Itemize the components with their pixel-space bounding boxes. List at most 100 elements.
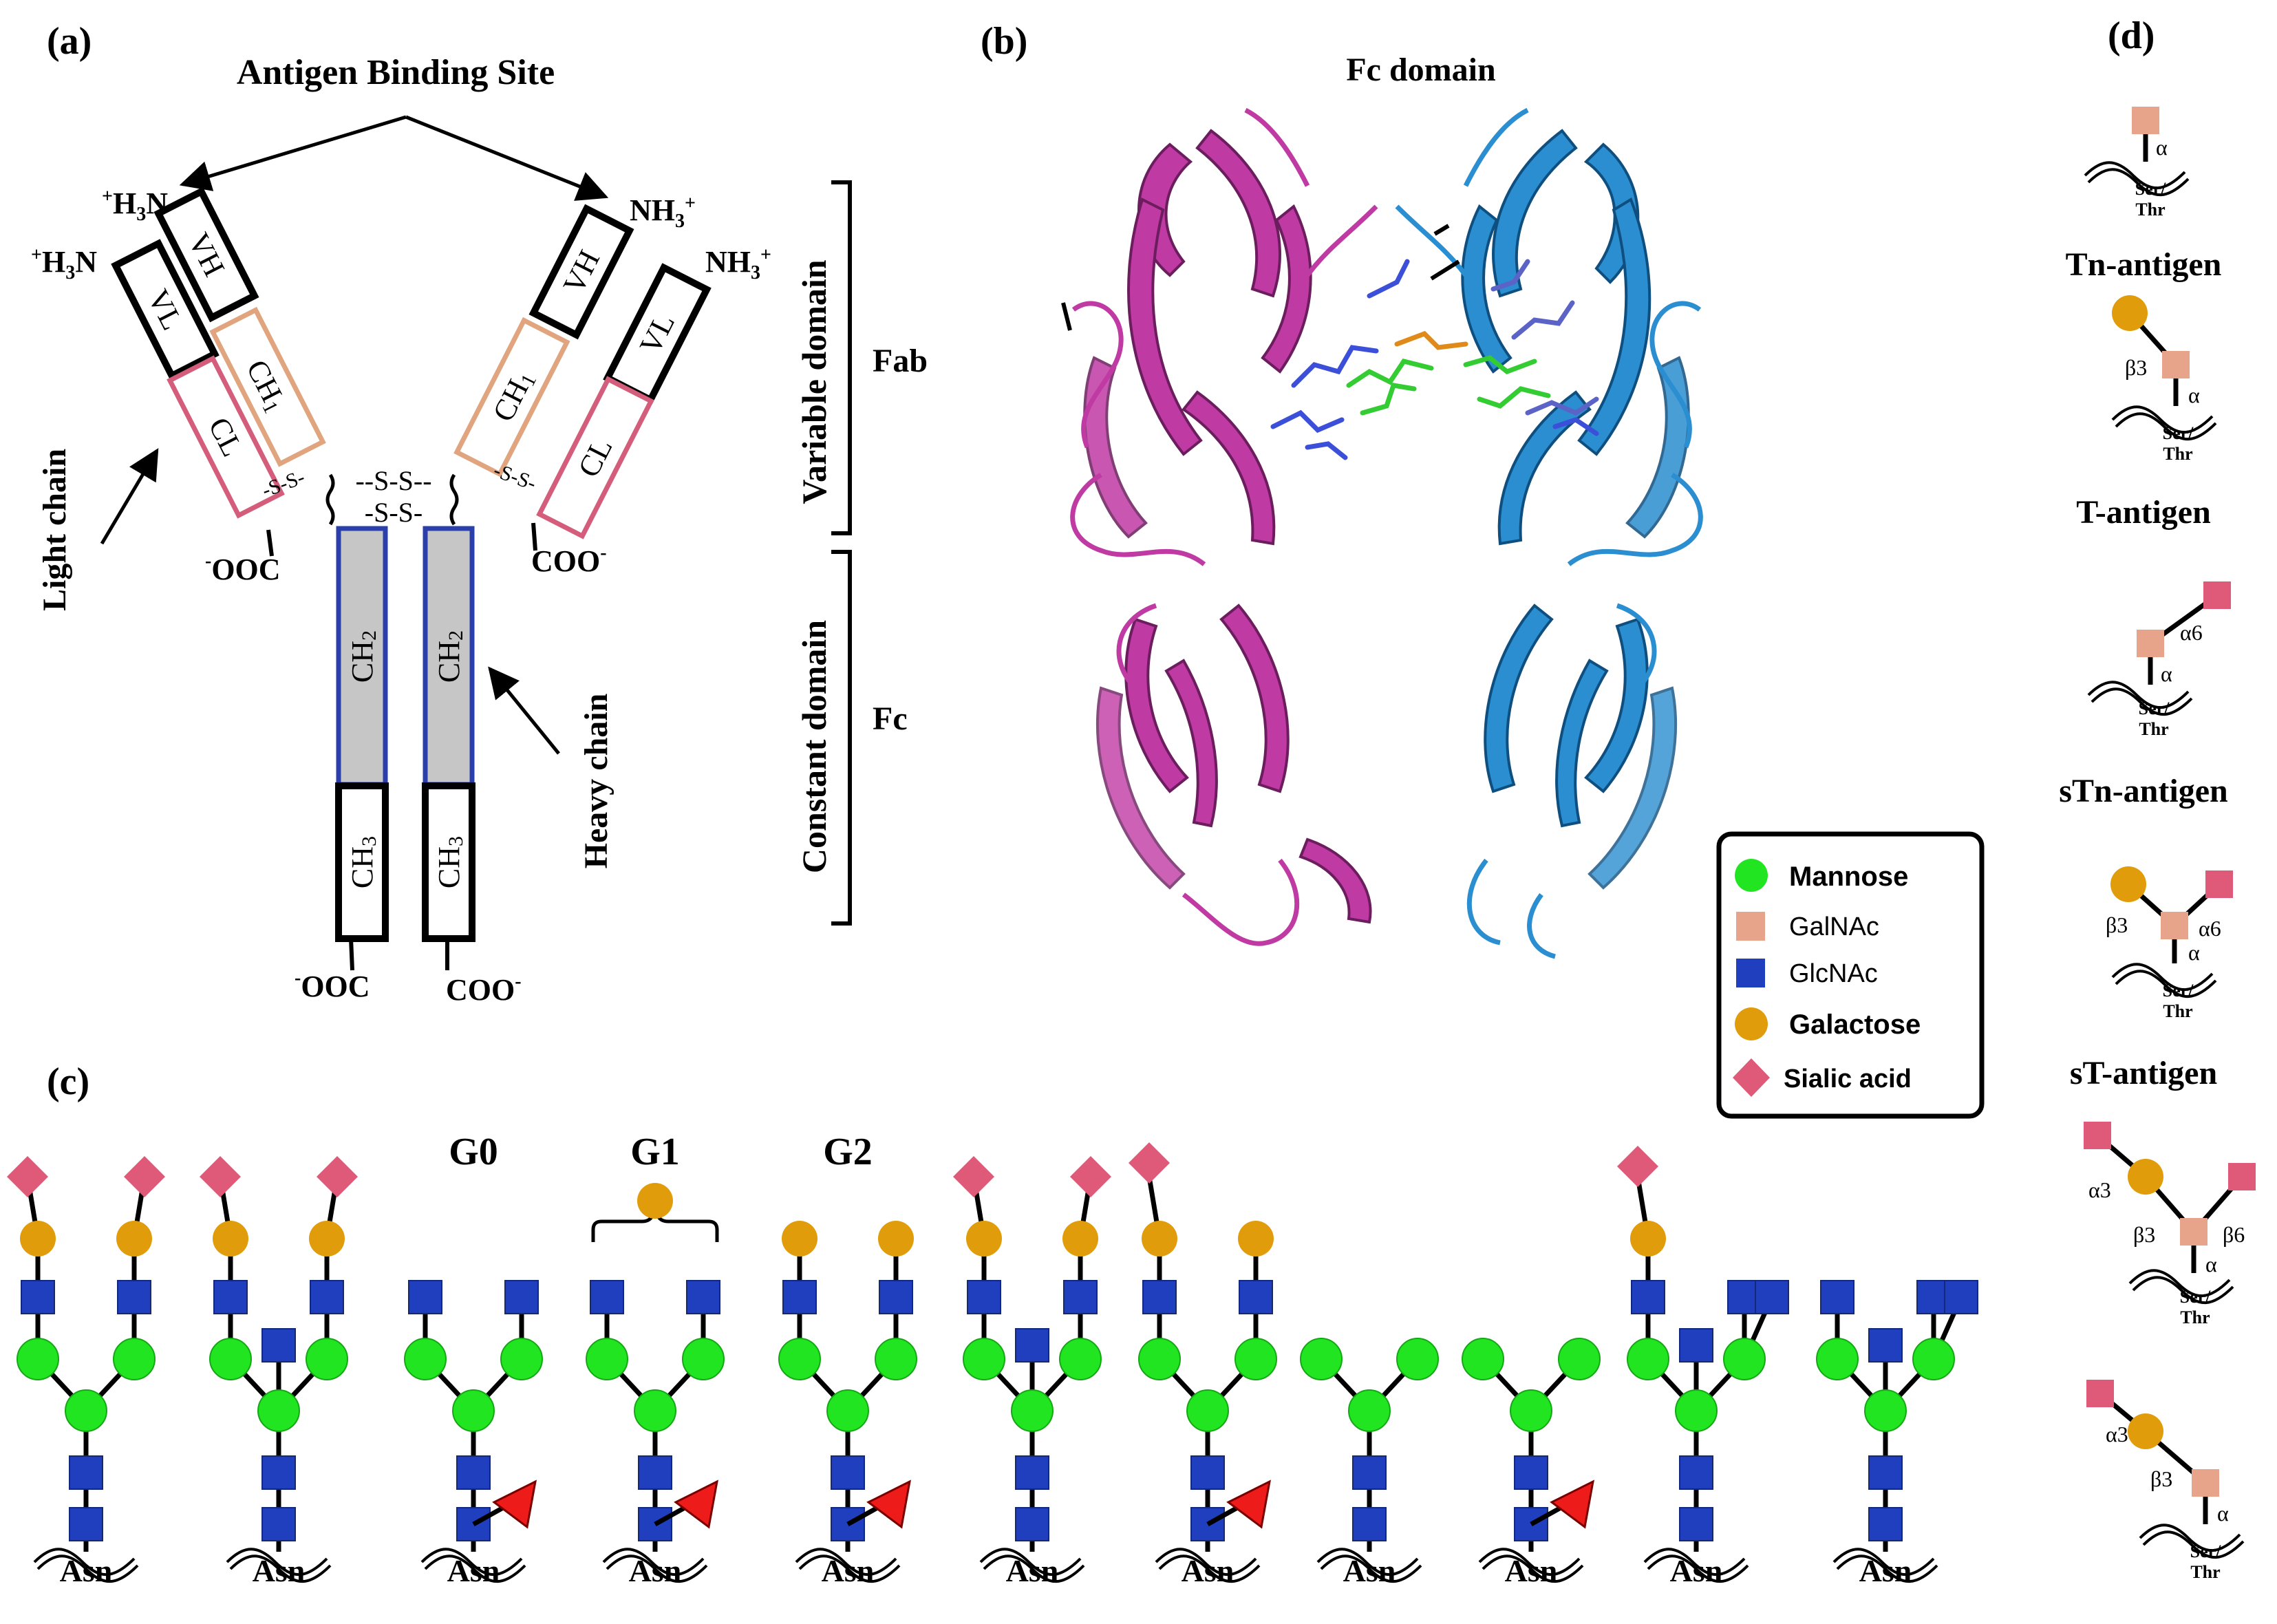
sialic-acid (2205, 870, 2233, 898)
peptide-backbone (1158, 1554, 1261, 1583)
n-glycan-3: Asn (404, 1280, 543, 1588)
glcnac-core-2 (261, 1455, 296, 1490)
peptide-backbone (798, 1554, 901, 1583)
ser-label: Ser/ (2180, 1287, 2212, 1307)
peptide-backbone (2132, 1276, 2234, 1305)
left-light-c-terminus: -OOC (205, 551, 281, 586)
mannose-arm-left (17, 1338, 59, 1380)
glcnac-antenna-right (504, 1280, 539, 1314)
alpha6-linkage: α6 (2199, 916, 2221, 941)
sialic-acid (2203, 581, 2231, 609)
thr-label: Thr (2180, 1307, 2210, 1327)
glcnac-antenna-left (590, 1280, 624, 1314)
legend-galnac-swatch (1736, 912, 1765, 941)
right-light-n-terminus: NH3+ (705, 244, 771, 284)
fucose-bond (472, 1504, 506, 1527)
glcnac-antenna-right (117, 1280, 151, 1314)
thr-label: Thr (2163, 1001, 2192, 1021)
heavy-chain-arrow (488, 666, 560, 755)
peptide-backbone (602, 1548, 705, 1577)
peptide-backbone (1482, 1554, 1584, 1583)
peptide-backbone (2111, 963, 2214, 992)
peptide-backbone (2142, 1530, 2245, 1559)
alpha6-linkage: α6 (2180, 620, 2203, 645)
ser-label: Ser/ (2135, 179, 2167, 199)
peptide-backbone (424, 1554, 526, 1583)
glcnac-core-1 (261, 1507, 296, 1541)
fc-hinge-dash-1 (1430, 259, 1460, 281)
mannose-core (452, 1389, 495, 1432)
sialic-acid (2084, 1122, 2111, 1149)
sialic-left (953, 1156, 994, 1197)
fc-chain-b-ribbon (1461, 129, 1690, 890)
glcnac-core-2 (831, 1455, 865, 1490)
glcnac-core-1 (1868, 1507, 1903, 1541)
asn-label: Asn (822, 1553, 875, 1588)
alpha-linkage: α (2205, 1252, 2217, 1276)
alpha3-linkage: α3 (2106, 1422, 2128, 1446)
fucose-bond (846, 1504, 880, 1527)
right-ch1-domain: CH1 (453, 317, 570, 478)
alpha-linkage: α (2156, 135, 2168, 160)
mannose-arm-right (875, 1338, 917, 1380)
sialic-right (317, 1156, 358, 1197)
mannose-arm-left (778, 1338, 821, 1380)
glcnac-antenna-extra (1944, 1280, 1978, 1314)
peptide-backbone (1832, 1548, 1935, 1577)
fucose-bond (654, 1504, 687, 1527)
heavy-chain-label: Heavy chain (578, 694, 614, 869)
galactose-left (213, 1221, 248, 1257)
hinge-disulfide-top: --S-S-- (355, 465, 431, 496)
peptide-backbone (1316, 1548, 1419, 1577)
legend-sialic-label: Sialic acid (1784, 1065, 1912, 1093)
peptide-backbone (36, 1554, 139, 1583)
glcnac-bisecting (1015, 1328, 1049, 1363)
mannose-core (257, 1389, 300, 1432)
galactose-right (116, 1221, 152, 1257)
ser-label: Ser/ (2139, 698, 2170, 718)
right-ch2-label: CH2 (432, 630, 467, 683)
legend-galnac-label: GalNAc (1789, 912, 1879, 941)
fc-domain-title: Fc domain (1346, 52, 1495, 88)
glcnac-antenna-left (21, 1280, 55, 1314)
asn-label: Asn (60, 1553, 113, 1588)
left-ch2-label: CH2 (345, 630, 381, 683)
mannose-arm-left (1138, 1338, 1181, 1380)
mannose-arm-right (1396, 1338, 1439, 1380)
glcnac-core-1 (1514, 1507, 1548, 1541)
light-chain-label: Light chain (36, 449, 73, 611)
peptide-backbone (2087, 681, 2190, 709)
legend-sialic-acid: Sialic acid (1733, 1058, 1912, 1097)
mannose-arm-right (1558, 1338, 1601, 1380)
mannose-arm-right (682, 1338, 725, 1380)
peptide-backbone (1155, 1548, 1257, 1577)
glcnac-core-2 (1514, 1455, 1548, 1490)
glcnac-antenna-left (782, 1280, 817, 1314)
fc-chain-b-loops (1395, 107, 1703, 959)
beta3-linkage: β3 (2150, 1466, 2172, 1491)
g1-label: G1 (630, 1131, 680, 1173)
n-glycan-11: Asn (1816, 1280, 1978, 1588)
asn-label: Asn (1182, 1553, 1234, 1588)
left-vh-domain: VH (153, 186, 259, 323)
right-vl-domain: VL (603, 263, 712, 405)
thr-label: Thr (2163, 444, 2192, 464)
peptide-backbone (226, 1548, 328, 1577)
mannose-core (634, 1389, 676, 1432)
right-heavy-c-terminus: COO- (446, 971, 522, 1007)
glcnac-antenna-left (1631, 1280, 1665, 1314)
n-glycan-9: Asn (1462, 1338, 1601, 1588)
mannose-arm-left (1300, 1338, 1343, 1380)
panel-c-label: (c) (47, 1060, 89, 1103)
glcnac-antenna-right (1239, 1280, 1273, 1314)
peptide-backbone (229, 1554, 332, 1583)
n-glycan-10: Asn (1617, 1146, 1789, 1588)
galactose (2128, 1413, 2163, 1449)
panel-a: (a) Antigen Binding Site VL CL VH CH1 VH (31, 20, 928, 1007)
fc-chain-a-loops (1070, 107, 1378, 946)
mannose-core (1348, 1389, 1391, 1432)
asn-label: Asn (1505, 1553, 1558, 1588)
